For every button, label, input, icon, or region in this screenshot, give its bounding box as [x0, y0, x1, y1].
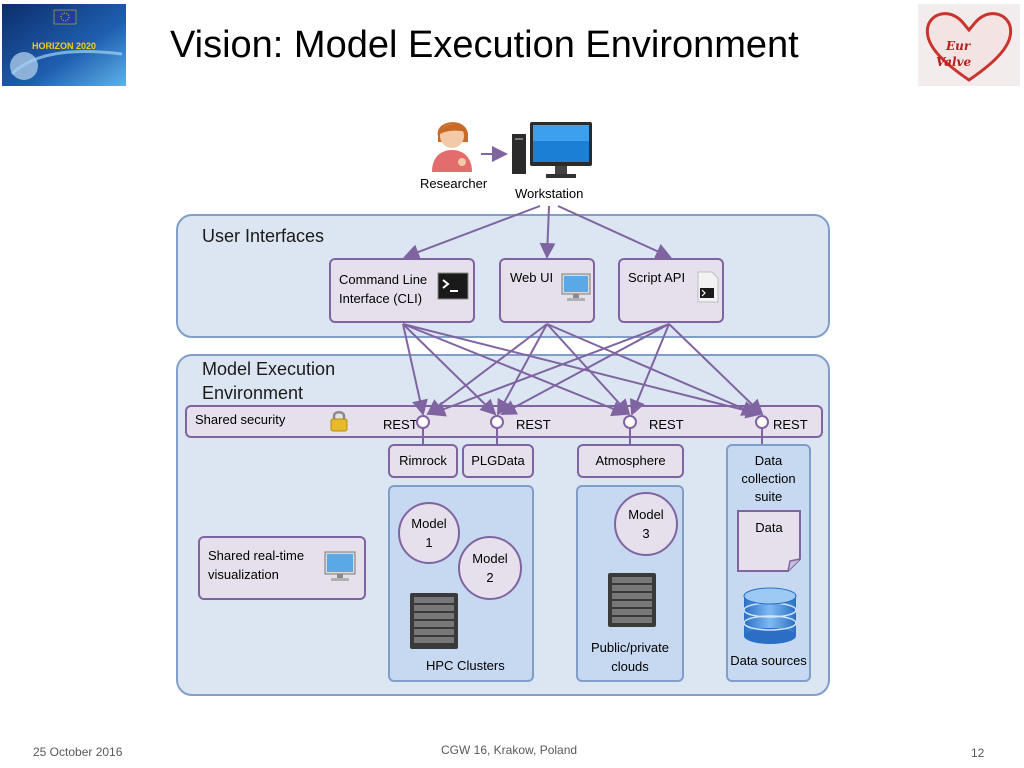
shared-viz-line2: visualization — [208, 567, 279, 582]
shared-viz-line1: Shared real-time — [208, 548, 305, 563]
arrow-workstation-webui — [539, 205, 556, 259]
document-icon — [737, 510, 801, 572]
script-api-box: Script API — [618, 258, 724, 323]
data-collection-label: Data collection suite — [726, 452, 811, 506]
rest-ring-rimrock — [416, 415, 430, 429]
model1-line1: Model — [411, 516, 447, 531]
monitor-icon — [561, 272, 591, 304]
script-icon — [696, 270, 720, 304]
cloud-label: Public/private clouds — [576, 638, 684, 676]
model2-line2: 2 — [486, 570, 494, 585]
rest-label-datacollection: REST — [773, 417, 808, 432]
arrow-workstation-script — [557, 205, 672, 259]
mee-label-line2: Environment — [202, 383, 304, 403]
rest-ring-datacollection — [755, 415, 769, 429]
page-number: 12 — [971, 746, 985, 760]
cli-label-line1: Command Line — [339, 272, 428, 287]
rest-label-plgdata: REST — [516, 417, 551, 432]
data-doc-label: Data — [755, 520, 783, 535]
rest-endpoint-rings — [416, 415, 769, 429]
data-collection-line3: suite — [754, 489, 783, 504]
cloud-label-line1: Public/private — [590, 640, 670, 655]
plgdata-box: PLGData — [462, 444, 534, 478]
rest-label-rimrock: REST — [383, 417, 418, 432]
svg-text:Eur: Eur — [945, 39, 972, 53]
rimrock-box: Rimrock — [388, 444, 458, 478]
hpc-clusters-label: HPC Clusters — [426, 658, 505, 673]
webui-box: Web UI — [499, 258, 595, 323]
database-icon — [742, 586, 798, 646]
data-sources-label: Data sources — [730, 653, 807, 668]
rimrock-label: Rimrock — [399, 453, 447, 468]
data-collection-line2: collection — [741, 471, 796, 486]
cloud-label-line2: clouds — [611, 659, 649, 674]
rest-label-atmosphere: REST — [649, 417, 684, 432]
cli-label-line2: Interface (CLI) — [339, 291, 423, 306]
cli-box: Command Line Interface (CLI) — [329, 258, 475, 323]
researcher-icon — [428, 114, 476, 172]
plgdata-label: PLGData — [471, 453, 525, 468]
data-collection-line1: Data — [754, 453, 783, 468]
slide-title: Vision: Model Execution Environment — [170, 24, 799, 66]
rest-ring-atmosphere — [623, 415, 637, 429]
shared-security-label: Shared security — [195, 412, 286, 427]
model3-circle: Model 3 — [614, 492, 678, 556]
rest-ring-plgdata — [490, 415, 504, 429]
eurvalve-logo: Eur Valve — [918, 4, 1020, 86]
cloud-server-rack-icon — [604, 571, 660, 629]
model1-circle: Model 1 — [398, 502, 460, 564]
model2-line1: Model — [472, 551, 508, 566]
atmosphere-box: Atmosphere — [577, 444, 684, 478]
webui-label: Web UI — [510, 270, 554, 285]
workstation-label: Workstation — [515, 186, 584, 201]
workstation-icon — [510, 120, 594, 184]
lock-icon — [329, 409, 349, 433]
script-api-label: Script API — [628, 270, 686, 285]
model3-line2: 3 — [642, 526, 650, 541]
footer-date: 25 October 2016 — [33, 745, 123, 759]
user-interfaces-label: User Interfaces — [202, 226, 325, 246]
server-rack-icon — [406, 591, 462, 651]
atmosphere-label: Atmosphere — [595, 453, 666, 468]
arrow-workstation-cli — [403, 205, 541, 260]
visualization-monitor-icon — [324, 550, 356, 584]
horizon2020-logo: HORIZON 2020 — [2, 4, 126, 86]
horizon2020-text: HORIZON 2020 — [32, 41, 96, 51]
terminal-icon — [437, 272, 469, 302]
model1-line2: 1 — [425, 535, 433, 550]
model2-circle: Model 2 — [458, 536, 522, 600]
footer-event: CGW 16, Krakow, Poland — [441, 743, 578, 757]
model3-line1: Model — [628, 507, 664, 522]
mee-label: Model Execution Environment — [202, 357, 335, 405]
svg-text:Valve: Valve — [936, 55, 972, 69]
researcher-label: Researcher — [420, 176, 488, 191]
shared-visualization-box: Shared real-time visualization — [198, 536, 366, 600]
mee-label-line1: Model Execution — [202, 359, 336, 379]
